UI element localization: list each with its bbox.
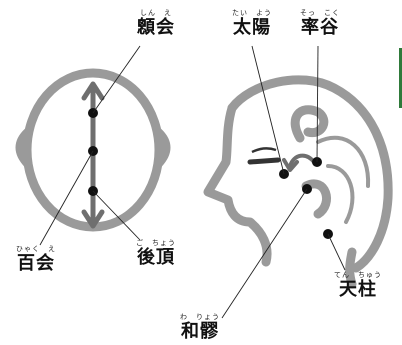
left-ear-outline	[15, 127, 33, 169]
kanji-hyakue: 百会	[17, 253, 55, 274]
label-gocho: ご ちょう 後頂	[126, 240, 186, 267]
kanji-waryo: 和髎	[181, 321, 219, 342]
leader-sokkoku	[316, 45, 319, 163]
ruby-shinne: しん え	[140, 9, 172, 17]
label-waryo: わ りょう 和髎	[170, 314, 230, 341]
head-side-view	[203, 75, 393, 289]
leader-waryo	[221, 188, 308, 319]
label-sokkoku: そっ こく 率谷	[290, 10, 350, 37]
label-hyakue: ひゃく え 百会	[6, 246, 66, 273]
ruby-tenchu: てん ちゅう	[334, 271, 382, 279]
temple-arrow-head	[282, 158, 299, 172]
leader-taiyo	[251, 45, 285, 175]
leader-shinne	[92, 45, 141, 114]
leaders-left	[39, 45, 141, 246]
kanji-shinne: 顖会	[137, 17, 175, 38]
eyelid	[251, 147, 277, 154]
kanji-tenchu: 天柱	[339, 279, 377, 300]
leaders-right	[221, 45, 346, 319]
ruby-taiyo: たい よう	[232, 9, 272, 17]
ruby-waryo: わ りょう	[180, 313, 220, 321]
ruby-hyakue: ひゃく え	[16, 245, 56, 253]
face-profile	[203, 103, 272, 267]
ruby-gocho: ご ちょう	[136, 239, 176, 247]
hair-curl	[290, 105, 329, 143]
leader-tenchu	[327, 233, 346, 271]
kanji-taiyo: 太陽	[233, 17, 271, 38]
label-shinne: しん え 顖会	[128, 10, 184, 37]
right-ear-outline	[153, 127, 171, 169]
temple-arrow	[288, 153, 316, 168]
hair-outline	[227, 75, 393, 273]
neck-back	[345, 247, 357, 289]
eye	[247, 157, 281, 165]
ear-outline	[301, 179, 331, 219]
edge-bar	[399, 48, 402, 108]
kanji-sokkoku: 率谷	[301, 17, 339, 38]
leader-gocho	[92, 190, 141, 241]
ruby-sokkoku: そっ こく	[300, 9, 340, 17]
label-tenchu: てん ちゅう 天柱	[326, 272, 390, 299]
kanji-gocho: 後頂	[137, 247, 175, 268]
leader-hyakue	[39, 150, 94, 246]
hair-strands	[316, 135, 371, 224]
label-taiyo: たい よう 太陽	[222, 10, 282, 37]
